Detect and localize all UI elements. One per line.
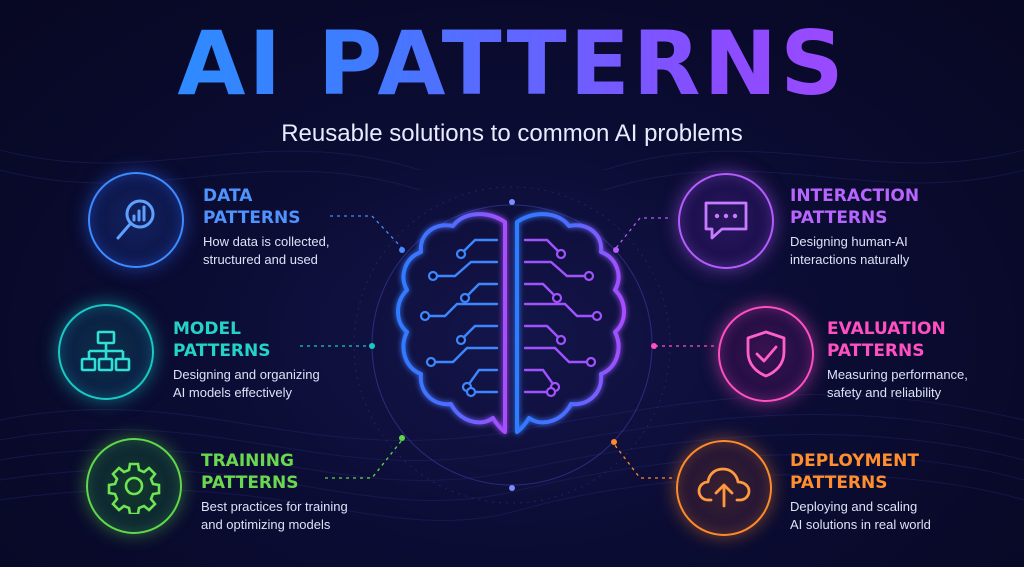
node-dot [611, 439, 617, 445]
interaction-patterns-desc-2: interactions naturally [790, 252, 910, 267]
data-patterns-title: DATA [203, 186, 253, 206]
model-patterns-desc-2: AI models effectively [173, 385, 292, 400]
shield-check-icon [746, 330, 786, 378]
gear-icon [107, 462, 161, 514]
evaluation-patterns-subtitle: PATTERNS [827, 341, 925, 361]
cloud-upload-icon [697, 467, 751, 508]
training-patterns-icon-circle[interactable] [86, 438, 182, 534]
brain-center [375, 192, 647, 482]
node-dot [509, 199, 515, 205]
training-patterns-title: TRAINING [201, 451, 294, 471]
deployment-patterns-title: DEPLOYMENT [790, 451, 919, 471]
interaction-patterns-icon-circle[interactable] [678, 173, 774, 269]
node-dot [613, 247, 619, 253]
evaluation-patterns-desc-2: safety and reliability [827, 385, 942, 400]
hierarchy-icon [80, 330, 131, 372]
model-patterns-desc: Designing and organizing [173, 367, 320, 382]
model-patterns-subtitle: PATTERNS [173, 341, 271, 361]
connector-training [325, 439, 403, 479]
node-dot [399, 435, 405, 441]
node-dot [509, 485, 515, 491]
data-patterns-icon-circle[interactable] [88, 172, 184, 268]
data-patterns-desc: How data is collected, [203, 234, 330, 249]
circuit-brain-icon [396, 212, 626, 434]
outer-ring-2 [353, 186, 671, 504]
deployment-patterns-desc: Deploying and scaling [790, 499, 918, 514]
magnifier-chart-icon [116, 199, 155, 240]
interaction-patterns-subtitle: PATTERNS [790, 208, 888, 228]
page-title: AI PATTERNS [0, 14, 1024, 114]
model-patterns-title: MODEL [173, 319, 241, 339]
chat-bubble-icon [704, 201, 748, 240]
deployment-patterns-icon-circle[interactable] [676, 440, 772, 536]
evaluation-patterns-title: EVALUATION [827, 319, 946, 339]
connector-interaction [615, 217, 668, 249]
training-patterns-desc: Best practices for training [201, 499, 348, 514]
evaluation-patterns-icon-circle[interactable] [718, 306, 814, 402]
data-patterns-subtitle: PATTERNS [203, 208, 301, 228]
page-subtitle: Reusable solutions to common AI problems [281, 120, 743, 147]
connector-data [330, 215, 403, 249]
evaluation-patterns-desc: Measuring performance, [827, 367, 968, 382]
interaction-patterns-title: INTERACTION [790, 186, 920, 206]
node-dot [651, 343, 657, 349]
node-dot [399, 247, 405, 253]
node-dot [369, 343, 375, 349]
model-patterns-icon-circle[interactable] [58, 304, 154, 400]
interaction-patterns-desc: Designing human-AI [790, 234, 908, 249]
training-patterns-desc-2: and optimizing models [201, 517, 331, 532]
training-patterns-subtitle: PATTERNS [201, 473, 299, 493]
deployment-patterns-subtitle: PATTERNS [790, 473, 888, 493]
deployment-patterns-desc-2: AI solutions in real world [790, 517, 931, 532]
data-patterns-desc-2: structured and used [203, 252, 318, 267]
